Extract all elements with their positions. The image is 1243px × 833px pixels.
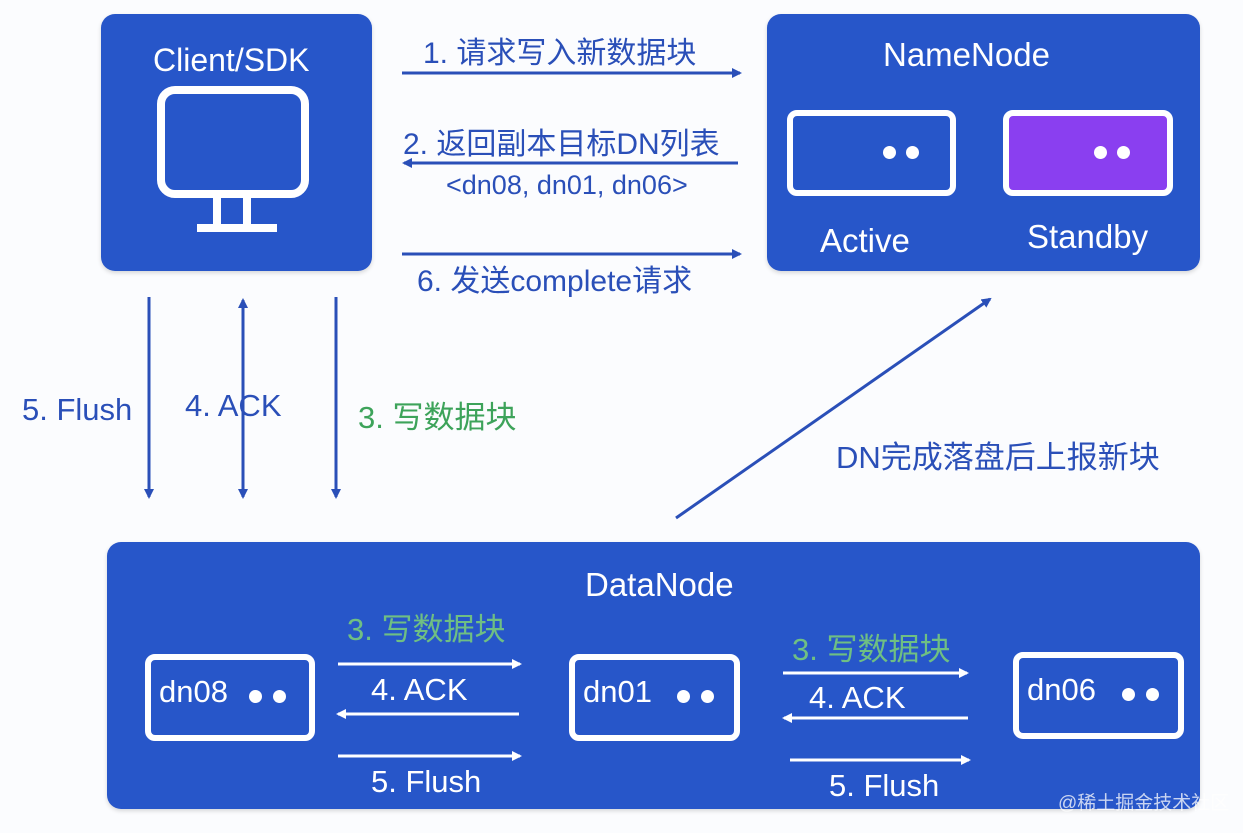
report-label: DN完成落盘后上报新块 [836, 440, 1160, 475]
standby-label: Standby [1027, 218, 1149, 255]
namenode-active-box [787, 110, 956, 196]
monitor-icon [157, 86, 309, 232]
indicator-dot-icon [883, 146, 896, 159]
dn-label: dn08 [159, 674, 228, 709]
active-label: Active [820, 222, 910, 259]
dn-write-label-right: 3. 写数据块 [792, 632, 951, 667]
indicator-dot-icon [701, 690, 714, 703]
dn-ack-label-left: 4. ACK [371, 672, 468, 707]
dn-label: dn01 [583, 674, 652, 709]
indicator-dot-icon [677, 690, 690, 703]
dn-flush-label-right: 5. Flush [829, 768, 940, 803]
dn-flush-label-left: 5. Flush [371, 764, 482, 799]
step6-label: 6. 发送complete请求 [417, 265, 693, 298]
datanode-box-dn08: dn08 [145, 654, 315, 741]
step2-detail: <dn08, dn01, dn06> [446, 170, 688, 200]
watermark: @稀土掘金技术社区 [1058, 793, 1230, 814]
namenode-standby-box [1003, 110, 1173, 196]
namenode-panel: NameNode Active Standby [767, 14, 1200, 271]
datanode-panel: DataNode dn08 dn01 dn06 3. 写数据块 4. ACK 5… [107, 542, 1200, 809]
indicator-dot-icon [249, 690, 262, 703]
client-panel: Client/SDK [101, 14, 372, 271]
indicator-dot-icon [1094, 146, 1107, 159]
arrow-report [675, 297, 992, 520]
write-label: 3. 写数据块 [358, 400, 517, 435]
datanode-title: DataNode [585, 566, 734, 603]
datanode-box-dn01: dn01 [569, 654, 740, 741]
datanode-box-dn06: dn06 [1013, 652, 1184, 739]
indicator-dot-icon [1146, 688, 1159, 701]
flush-label: 5. Flush [22, 392, 133, 427]
ack-label: 4. ACK [185, 388, 282, 423]
step1-label: 1. 请求写入新数据块 [423, 37, 697, 70]
client-title: Client/SDK [153, 42, 310, 78]
dn-label: dn06 [1027, 672, 1096, 707]
indicator-dot-icon [1122, 688, 1135, 701]
dn-write-label-left: 3. 写数据块 [347, 612, 506, 647]
dn-ack-label-right: 4. ACK [809, 680, 906, 715]
indicator-dot-icon [273, 690, 286, 703]
namenode-title: NameNode [883, 36, 1050, 73]
indicator-dot-icon [1117, 146, 1130, 159]
indicator-dot-icon [906, 146, 919, 159]
step2-label: 2. 返回副本目标DN列表 [403, 128, 720, 161]
